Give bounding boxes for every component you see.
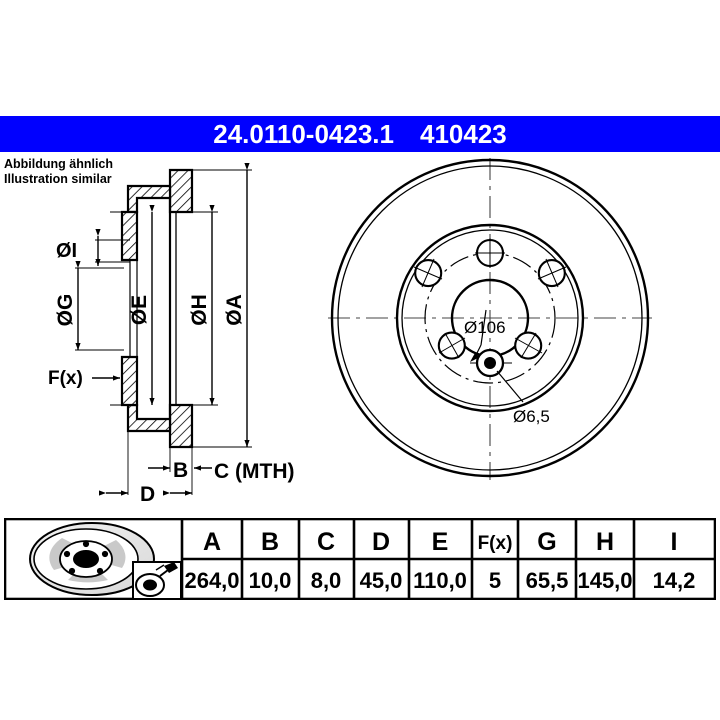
disc-outer-edge	[330, 158, 650, 478]
table-header-row: A B C D E F(x) G H I	[203, 528, 678, 556]
table-value-D: 45,0	[360, 568, 403, 593]
table-header-D: D	[372, 528, 390, 556]
bottom-dimensions: B C (MTH) D	[99, 431, 294, 506]
table-header-B: B	[261, 528, 279, 556]
dimension-F: F(x)	[48, 368, 120, 389]
disc-face-view: Ø106 Ø6,5	[328, 158, 652, 480]
part-number-header: 24.0110-0423.1 410423	[0, 116, 720, 152]
annotation-pin-hole: Ø6,5	[496, 370, 550, 426]
pin-hole	[470, 348, 512, 378]
dimension-label-F: F(x)	[48, 368, 83, 389]
table-value-E: 110,0	[413, 568, 467, 593]
dimension-label-C: C (MTH)	[214, 460, 294, 483]
dimension-label-H: ØH	[188, 294, 211, 326]
bolt-hole	[537, 258, 567, 288]
dimension-label-I: ØI	[56, 240, 77, 262]
centre-lines	[328, 158, 652, 480]
annotation-label-bolt-circle: Ø106	[464, 318, 506, 337]
bolt-hole	[475, 238, 505, 268]
hub-wall-upper	[120, 210, 139, 262]
hat-flange-bottom	[126, 403, 172, 433]
table-header-I: I	[671, 528, 678, 556]
table-header-F: F(x)	[478, 533, 513, 554]
dimension-label-E: ØE	[128, 295, 151, 325]
dimension-label-A: ØA	[223, 294, 246, 326]
article-number: 410423	[419, 118, 507, 149]
dimension-label-G: ØG	[54, 294, 77, 327]
table-value-B: 10,0	[249, 568, 292, 593]
table-value-A: 264,0	[184, 568, 239, 593]
header-text: 24.0110-0423.1 410423	[213, 119, 507, 150]
hat-flange-top	[126, 184, 172, 214]
table-value-I: 14,2	[653, 568, 696, 593]
table-header-C: C	[317, 528, 335, 556]
dimension-label-B: B	[173, 459, 188, 482]
table-header-A: A	[203, 528, 221, 556]
bolt-hole	[514, 331, 543, 360]
cross-section-view: ØI ØG ØE ØH ØA	[48, 163, 294, 506]
table-header-G: G	[537, 528, 556, 556]
dimension-A: ØA	[223, 163, 250, 447]
bolt-hole	[413, 258, 443, 288]
notice-line-de: Abbildung ähnlich	[4, 157, 114, 171]
friction-ring-top	[168, 168, 194, 214]
friction-ring-bottom	[168, 403, 194, 449]
hub-wall-lower	[120, 355, 139, 407]
annotation-bolt-circle: Ø106	[464, 309, 506, 362]
dimension-label-D: D	[140, 483, 155, 506]
bolt-holes	[413, 238, 567, 360]
brake-disc-illustration	[29, 522, 155, 596]
dimension-I: ØI	[56, 229, 101, 266]
table-value-F: 5	[489, 568, 501, 593]
dimension-G: ØG	[54, 261, 81, 350]
table-column-dividers	[240, 519, 636, 599]
friction-ring-inner-edge-2	[401, 229, 579, 407]
part-number: 24.0110-0423.1	[213, 118, 394, 149]
table-value-C: 8,0	[311, 568, 342, 593]
illustration-similar-note: Abbildung ähnlich Illustration similar	[4, 157, 164, 187]
bolt-hole	[437, 331, 466, 360]
notice-line-en: Illustration similar	[4, 172, 112, 186]
specification-table: A B C D E F(x) G H I 264,0 10,0 8,0 45,0…	[4, 518, 716, 600]
dimension-H: ØH	[188, 205, 215, 405]
dimension-E: ØE	[128, 205, 155, 405]
table-value-row: 264,0 10,0 8,0 45,0 110,0 5 65,5 145,0 1…	[184, 568, 695, 593]
annotation-label-pin-hole: Ø6,5	[513, 407, 550, 426]
friction-ring-inner-edge	[395, 223, 585, 413]
table-value-H: 145,0	[577, 568, 632, 593]
table-header-E: E	[432, 528, 449, 556]
table-value-G: 65,5	[526, 568, 569, 593]
technical-drawing-svg: ØI ØG ØE ØH ØA	[48, 158, 652, 506]
coating-spray-icon	[132, 561, 182, 600]
table-header-H: H	[596, 528, 614, 556]
disc-outer-edge-inner	[337, 165, 643, 471]
